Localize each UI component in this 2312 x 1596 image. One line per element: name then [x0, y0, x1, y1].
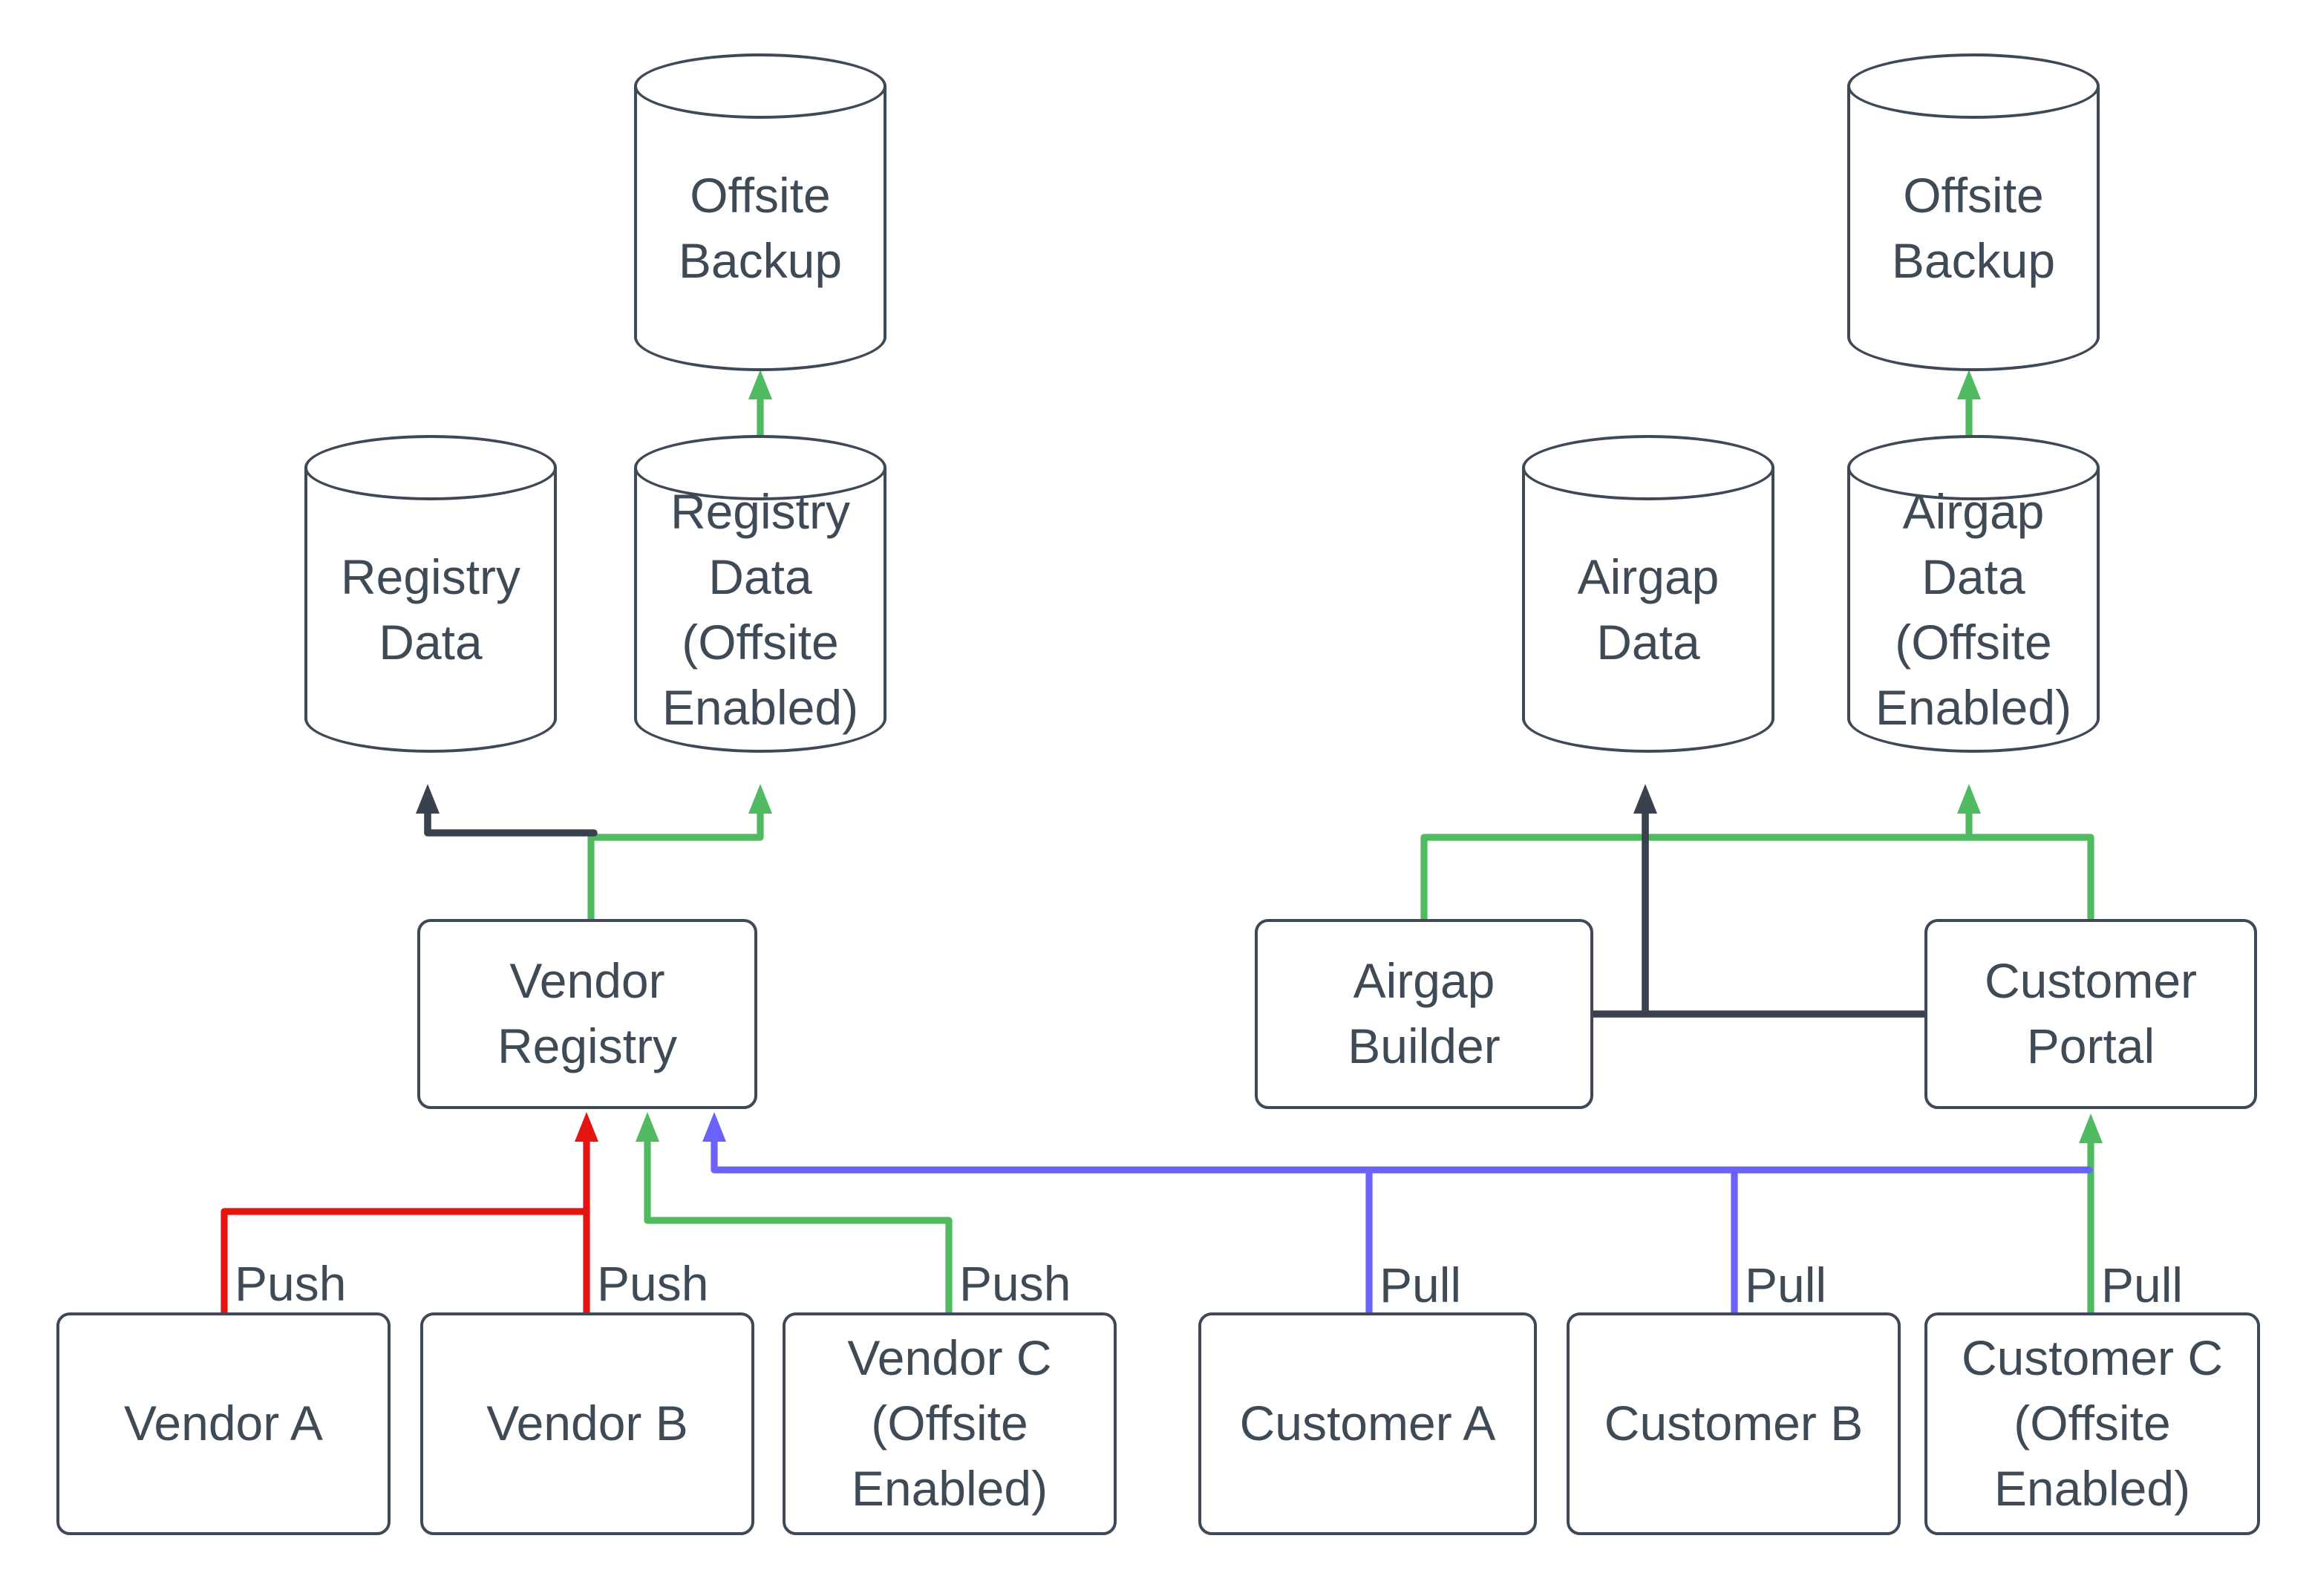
node-customer-portal-label: Customer Portal — [1984, 953, 2198, 1073]
edge-airgap-builder-to-customer-portal-and-airgap-data — [1590, 784, 1928, 1018]
node-vendor-a-label: Vendor A — [124, 1396, 323, 1451]
arrowhead — [1957, 370, 1981, 399]
node-vendor-b-label: Vendor B — [486, 1396, 688, 1451]
node-customer-portal: Customer Portal — [1924, 919, 2257, 1109]
node-customer-a: Customer A — [1198, 1312, 1537, 1535]
cylinder-body — [1522, 468, 1774, 753]
node-vendor-a: Vendor A — [56, 1312, 391, 1535]
edge-label-pull-customer-a: Pull — [1379, 1257, 1462, 1312]
node-customer-b-label: Customer B — [1604, 1396, 1864, 1451]
edge-customer-portal-airgap-builder-green-net — [1420, 784, 2094, 923]
node-registry-data-label: Registry Data — [340, 549, 521, 670]
node-vendor-registry: Vendor Registry — [417, 919, 757, 1109]
edge-vendor-registry-to-registry-data — [416, 784, 598, 837]
edge-airgap-data-offsite-to-offsite-backup — [1957, 370, 1981, 439]
arrowhead — [748, 370, 772, 399]
node-offsite-backup-right: Offsite Backup — [1847, 53, 2100, 371]
cylinder-body — [634, 86, 886, 371]
cylinder-top-ellipse — [634, 435, 886, 500]
edge-customer-c-pull — [2079, 1113, 2103, 1316]
edge-vendor-registry-to-registry-data-offsite — [587, 784, 772, 923]
node-vendor-c-label: Vendor C (Offsite Enabled) — [847, 1330, 1052, 1516]
edge-label-push-vendor-b: Push — [597, 1256, 709, 1311]
node-vendor-registry-label: Vendor Registry — [497, 953, 678, 1073]
cylinder-top-ellipse — [634, 53, 886, 119]
edge-customers-pull-to-vendor-registry — [702, 1112, 2093, 1316]
node-customer-c: Customer C (Offsite Enabled) — [1924, 1312, 2260, 1535]
node-offsite-backup-right-label: Offsite Backup — [1891, 168, 2056, 288]
arrowhead — [748, 784, 772, 814]
cylinder-body — [304, 468, 557, 753]
arrowhead — [1957, 784, 1981, 814]
node-offsite-backup-left-label: Offsite Backup — [678, 168, 843, 288]
edge-vendor-c-push — [636, 1112, 953, 1316]
node-customer-a-label: Customer A — [1239, 1396, 1496, 1451]
cylinder-top-ellipse — [1847, 435, 2100, 500]
arrowhead — [416, 784, 440, 814]
node-customer-b: Customer B — [1567, 1312, 1901, 1535]
cylinder-top-ellipse — [1847, 53, 2100, 119]
edge-label-pull-customer-c: Pull — [2101, 1257, 2184, 1312]
cylinder-body — [1847, 468, 2100, 753]
arrowhead — [575, 1112, 598, 1142]
node-vendor-b: Vendor B — [420, 1312, 754, 1535]
node-airgap-builder-label: Airgap Builder — [1348, 953, 1500, 1073]
edge-vendors-ab-push-to-vendor-registry — [221, 1112, 598, 1316]
arrowhead — [1633, 784, 1657, 814]
edge-label-push-vendor-c: Push — [959, 1256, 1071, 1311]
node-airgap-data-offsite: Airgap Data (Offsite Enabled) — [1847, 435, 2100, 753]
node-airgap-builder: Airgap Builder — [1255, 919, 1593, 1109]
edge-label-pull-customer-b: Pull — [1745, 1257, 1827, 1312]
cylinder-body — [1847, 86, 2100, 371]
edge-label-push-vendor-a: Push — [235, 1256, 347, 1311]
node-registry-data-offsite-label: Registry Data (Offsite Enabled) — [662, 484, 859, 735]
cylinder-top-ellipse — [304, 435, 557, 500]
node-offsite-backup-left: Offsite Backup — [634, 53, 886, 371]
node-vendor-c: Vendor C (Offsite Enabled) — [783, 1312, 1117, 1535]
edge-registry-data-offsite-to-offsite-backup — [748, 370, 772, 439]
cylinder-body — [634, 468, 886, 753]
node-registry-data-offsite: Registry Data (Offsite Enabled) — [634, 435, 886, 753]
node-airgap-data-offsite-label: Airgap Data (Offsite Enabled) — [1875, 484, 2072, 735]
node-airgap-data-label: Airgap Data — [1577, 549, 1720, 670]
arrowhead — [636, 1112, 659, 1142]
cylinder-top-ellipse — [1522, 435, 1774, 500]
node-registry-data: Registry Data — [304, 435, 557, 753]
node-airgap-data: Airgap Data — [1522, 435, 1774, 753]
arrowhead — [2079, 1113, 2103, 1143]
arrowhead — [702, 1112, 726, 1142]
node-customer-c-label: Customer C (Offsite Enabled) — [1961, 1330, 2224, 1516]
